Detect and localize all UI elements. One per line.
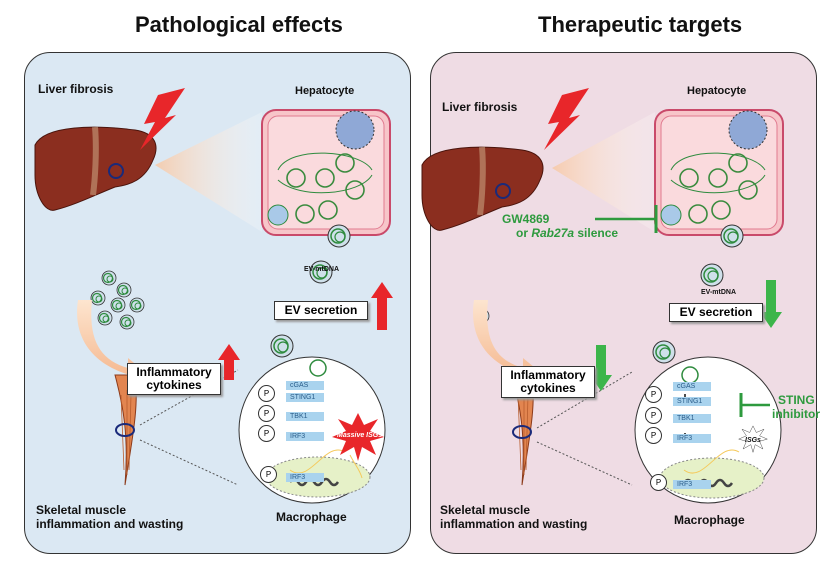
right-cytokines-box: Inflammatory cytokines <box>501 366 595 398</box>
right-ev-mtdna-label: EV-mtDNA <box>701 289 737 296</box>
left-liver-fibrosis-label: Liver fibrosis <box>38 82 114 96</box>
right-cytokines-label: cytokines <box>520 381 576 395</box>
left-cytokines-label: cytokines <box>146 378 202 392</box>
right-muscle-label-2: inflammation and wasting <box>440 517 588 531</box>
left-cytokines-box: Inflammatory cytokines <box>127 363 221 395</box>
left-sting1-pill: STING1 <box>286 393 324 402</box>
left-title: Pathological effects <box>135 12 343 37</box>
right-liver-fibrosis-label: Liver fibrosis <box>442 100 518 114</box>
left-p-badge-2: P <box>258 405 275 422</box>
left-tbk1-pill: TBK1 <box>286 412 324 421</box>
left-hepatocyte-label: Hepatocyte <box>295 85 355 97</box>
left-irf3-nuclear-pill: IRF3 <box>286 473 324 482</box>
right-rab27a-text: Rab27a <box>531 226 575 240</box>
right-gw4869-label: GW4869 <box>502 212 550 226</box>
right-muscle-label-1: Skeletal muscle <box>440 503 531 517</box>
left-ev-secretion-box: EV secretion <box>274 301 368 320</box>
right-irf3-pill: IRF3 <box>673 434 711 443</box>
right-p-badge-1: P <box>645 386 662 403</box>
right-isgs-label: ISGs <box>745 437 761 444</box>
left-ev-mtdna-label: EV-mtDNA <box>304 266 340 273</box>
left-macrophage-label: Macrophage <box>276 510 347 524</box>
left-p-badge-1: P <box>258 385 275 402</box>
right-ev-secretion-box: EV secretion <box>669 303 763 322</box>
left-muscle-label-2: inflammation and wasting <box>36 517 184 531</box>
right-p-badge-2: P <box>645 407 662 424</box>
right-cgas-pill: cGAS <box>673 382 711 391</box>
right-macrophage-label: Macrophage <box>674 513 745 527</box>
left-cgas-pill: cGAS <box>286 381 324 390</box>
right-sting-label: STING <box>778 393 815 407</box>
right-hepatocyte-label: Hepatocyte <box>687 85 747 97</box>
right-inflammatory-label: Inflammatory <box>510 368 586 382</box>
right-silence-text: silence <box>574 226 619 240</box>
right-p-badge-3: P <box>645 427 662 444</box>
right-inhibitor-label: inhibitor <box>772 407 820 421</box>
left-isgs-label: Massive ISGs <box>337 432 383 439</box>
right-title: Therapeutic targets <box>538 12 743 37</box>
right-or-text: or <box>516 226 532 240</box>
left-irf3-pill: IRF3 <box>286 432 324 441</box>
left-p-badge-3: P <box>258 425 275 442</box>
right-p-badge-4: P <box>650 474 667 491</box>
right-sting1-pill: STING1 <box>673 397 711 406</box>
left-muscle-label-1: Skeletal muscle <box>36 503 127 517</box>
right-rab27a-label: or Rab27a silence <box>516 226 618 240</box>
right-tbk1-pill: TBK1 <box>673 414 711 423</box>
left-inflammatory-label: Inflammatory <box>136 365 212 379</box>
right-irf3-nuclear-pill: IRF3 <box>673 480 711 489</box>
left-p-badge-4: P <box>260 466 277 483</box>
